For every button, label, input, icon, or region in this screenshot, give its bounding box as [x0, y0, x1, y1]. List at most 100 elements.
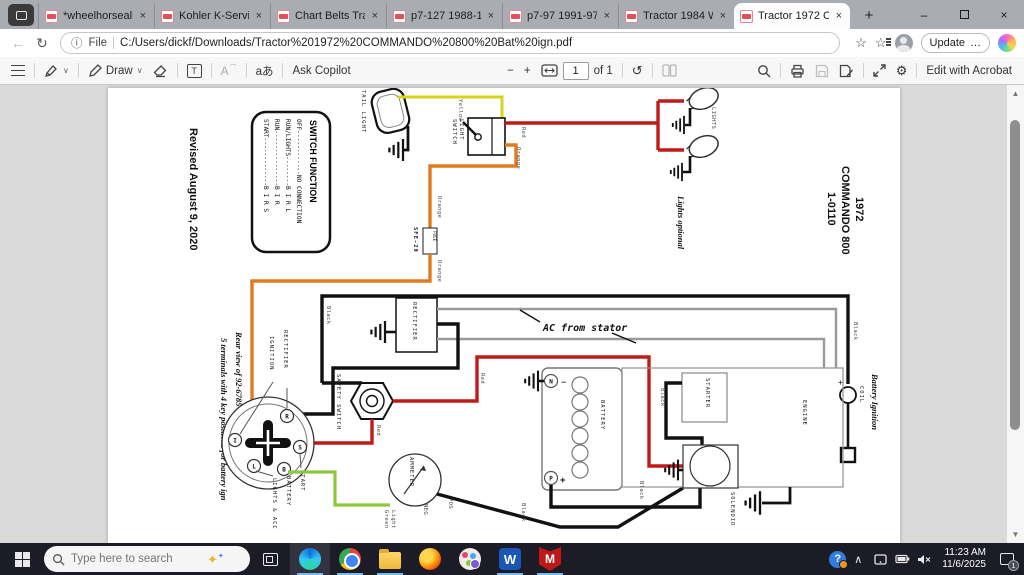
taskbar-chrome[interactable] [330, 543, 370, 575]
black-battery-wire [549, 485, 702, 509]
divider [210, 63, 212, 78]
zoom-out-button[interactable]: − [507, 64, 514, 77]
taskbar-word[interactable]: W [490, 543, 530, 575]
scrollbar-thumb[interactable] [1010, 120, 1020, 430]
tab-close-icon[interactable]: × [255, 10, 262, 22]
chevron-down-icon[interactable]: ∨ [136, 66, 143, 75]
page-view-icon [662, 64, 677, 77]
divider [282, 63, 284, 78]
minimize-button[interactable]: – [920, 7, 928, 22]
print-button[interactable] [785, 60, 810, 82]
switch-function-off: OFF------------NO CONNECTION [295, 119, 302, 224]
save-as-button[interactable] [834, 60, 859, 82]
switch-function-start: START-------------B I R S [262, 119, 269, 212]
fit-width-button[interactable] [536, 60, 563, 82]
page-number-input[interactable] [562, 61, 589, 80]
ask-copilot-button[interactable]: Ask Copilot [292, 64, 351, 77]
search-document-button[interactable] [752, 60, 776, 82]
pdf-icon [277, 9, 290, 23]
translate-button[interactable]: aあ [255, 65, 274, 78]
notification-center-button[interactable]: 1 [994, 545, 1020, 573]
new-tab-button[interactable]: + [864, 6, 874, 24]
favorites-bar-icon[interactable]: ☆ [874, 35, 891, 50]
save-as-icon [839, 64, 853, 77]
add-text-button[interactable]: T [182, 60, 207, 82]
draw-button[interactable]: Draw ∨ [83, 60, 148, 82]
tab-bar: *wheelhorseallyea× Kohler K-Service M × C… [0, 0, 1024, 29]
tab-chart-belts[interactable]: Chart Belts Tracto× [270, 3, 386, 29]
read-aloud-button[interactable]: A⌒ [216, 60, 242, 82]
scroll-down-arrow[interactable]: ▼ [1011, 530, 1020, 539]
tab-tractor-1972-active[interactable]: Tractor 1972 COM× [734, 3, 850, 29]
ignition-battery-label: BATTERY [285, 476, 291, 506]
tab-close-icon[interactable]: × [603, 10, 610, 22]
pdf-icon [509, 9, 522, 23]
favorite-star-icon[interactable]: ☆ [855, 35, 867, 50]
fullscreen-button[interactable] [868, 60, 891, 82]
zoom-in-button[interactable]: + [523, 64, 531, 77]
rear-view-line2: 5 terminals with 4 key positions for bat… [219, 338, 229, 501]
close-window-button[interactable]: × [1000, 7, 1008, 22]
taskbar-firefox[interactable] [410, 543, 450, 575]
help-icon[interactable]: ? [829, 550, 849, 569]
page-view-button[interactable] [657, 60, 682, 82]
maximize-button[interactable] [944, 0, 984, 29]
taskbar-clock[interactable]: 11:23 AM 11/6/2025 [936, 547, 992, 572]
rotate-button[interactable]: ↺ [631, 62, 643, 78]
settings-button[interactable]: ⚙ [895, 62, 908, 78]
tab-close-icon[interactable]: × [835, 10, 842, 22]
bulb-ground-wire [683, 156, 692, 174]
tab-kohler[interactable]: Kohler K-Service M × [154, 3, 270, 29]
eraser-button[interactable] [148, 60, 173, 82]
taskbar-explorer[interactable] [370, 543, 410, 575]
taskbar-edge[interactable] [290, 543, 330, 575]
tab-close-icon[interactable]: × [139, 10, 146, 22]
tab-tractor-1984[interactable]: Tractor 1984 Work× [618, 3, 734, 29]
tab-wheelhorse[interactable]: *wheelhorseallyea× [38, 3, 154, 29]
chevron-down-icon[interactable]: ∨ [63, 66, 69, 75]
search-input[interactable] [71, 553, 201, 565]
pdf-icon [740, 9, 753, 23]
annotation-arrows [519, 309, 637, 344]
taskbar-search[interactable]: ✦✦ [44, 546, 250, 572]
tab-close-icon[interactable]: × [487, 10, 494, 22]
tab-p7-97[interactable]: p7-97 1991-97 52× [502, 3, 618, 29]
tray-chevron-icon[interactable]: ∧ [854, 553, 863, 566]
url-field[interactable]: ⓘ File C:/Users/dickf/Downloads/Tractor%… [60, 32, 840, 54]
back-button[interactable]: ← [11, 35, 25, 51]
taskbar-paint[interactable] [450, 543, 490, 575]
toc-button[interactable] [6, 60, 30, 82]
ground-icon [664, 458, 680, 482]
word-icon: W [499, 548, 521, 570]
refresh-button[interactable]: ↻ [36, 34, 48, 51]
task-view-button[interactable] [250, 543, 290, 575]
profile-avatar[interactable] [894, 34, 913, 52]
plus-sign: + [560, 476, 566, 486]
ground-icon [669, 161, 683, 183]
edit-with-acrobat-button[interactable]: Edit with Acrobat [926, 64, 1012, 77]
pdf-toolbar: ∨ Draw ∨ T A⌒ aあ Ask Copilot − + of 1 ↺ [0, 57, 1024, 85]
taskbar-mcafee[interactable]: M [530, 543, 570, 575]
start-button[interactable] [0, 543, 44, 575]
black-label: Black [520, 503, 526, 522]
tab-close-icon[interactable]: × [371, 10, 378, 22]
yellow-wire [398, 95, 504, 120]
switch-function-box [250, 110, 332, 254]
highlight-button[interactable]: ∨ [39, 60, 74, 82]
info-icon[interactable]: ⓘ [71, 38, 83, 50]
tab-actions-icon[interactable] [8, 4, 34, 26]
scroll-up-arrow[interactable]: ▲ [1011, 89, 1020, 98]
save-button[interactable] [810, 60, 834, 82]
title-number: 1-0110 [825, 192, 837, 226]
tab-close-icon[interactable]: × [719, 10, 726, 22]
copilot-icon[interactable] [998, 34, 1016, 52]
tab-p7-127[interactable]: p7-127 1988-198× [386, 3, 502, 29]
tablet-mode-icon[interactable] [870, 545, 890, 573]
update-label: Update [929, 37, 965, 49]
more-icon[interactable]: … [970, 37, 981, 49]
update-button[interactable]: Update … [920, 33, 990, 53]
tab-label: Kohler K-Service M [179, 10, 249, 22]
battery-icon[interactable] [892, 545, 912, 573]
volume-muted-icon[interactable] [914, 545, 934, 573]
